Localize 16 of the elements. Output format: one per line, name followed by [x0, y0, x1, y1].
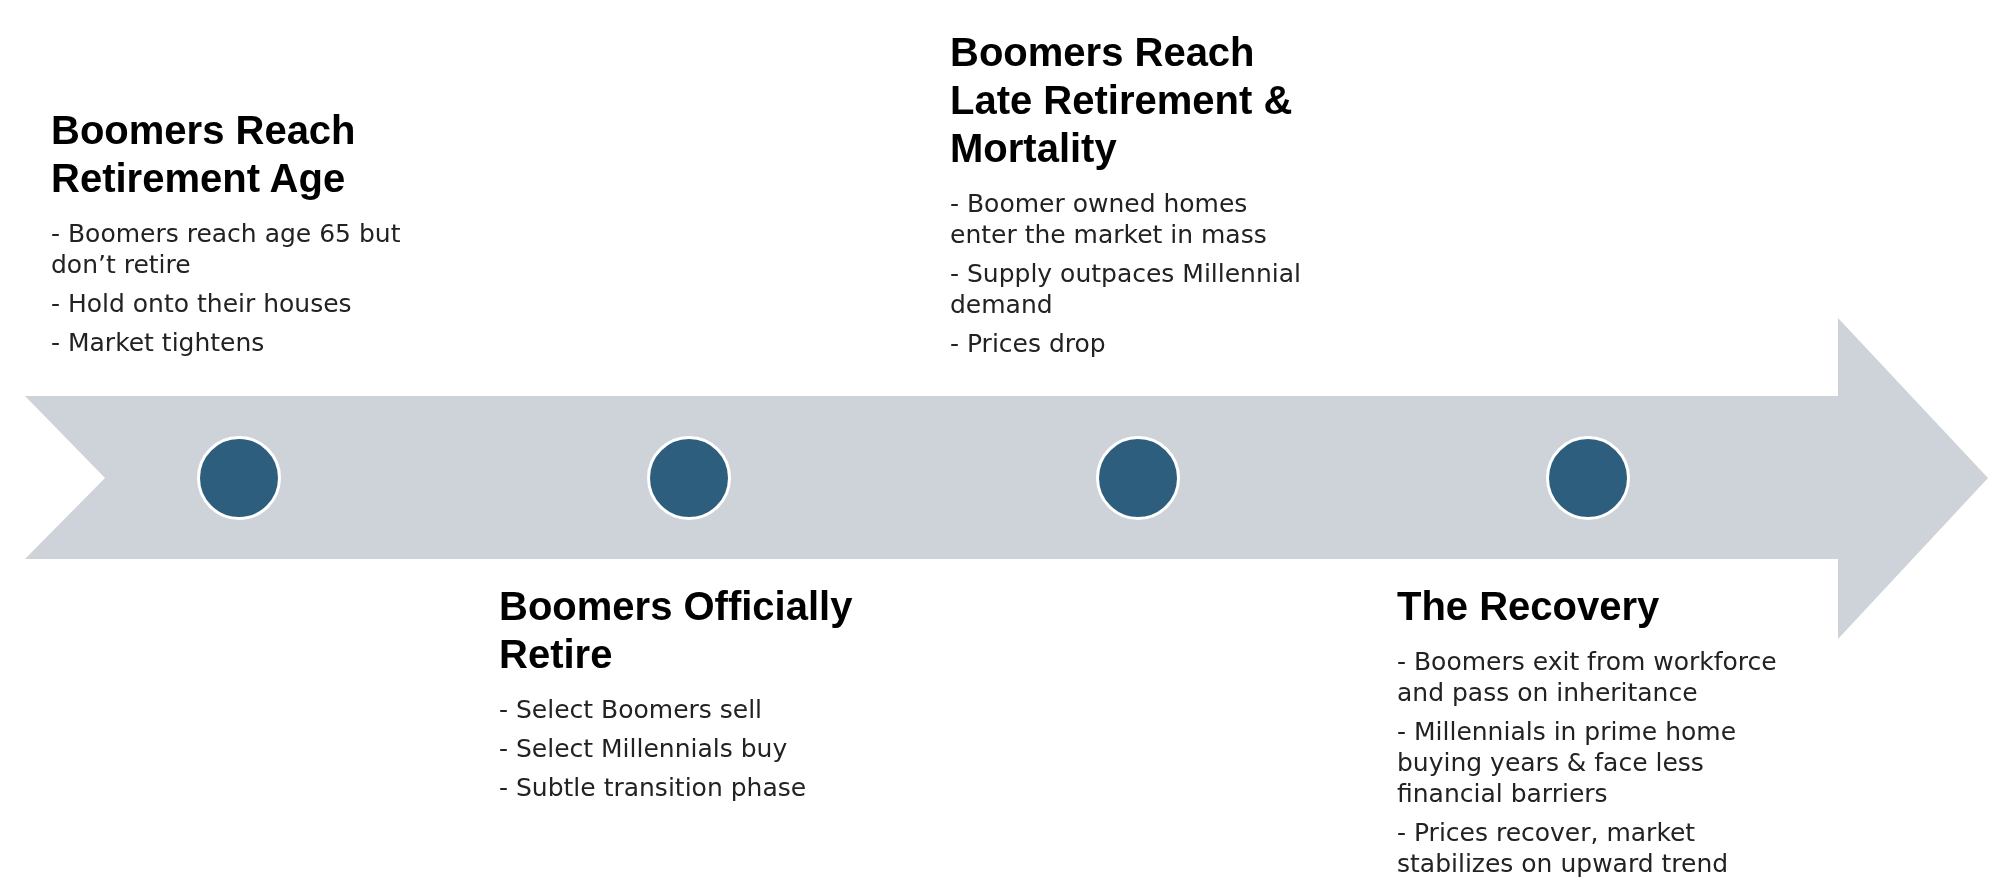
- bullet-text: - Hold onto their houses: [51, 288, 353, 319]
- bullet-text: - Boomers exit from workforce and pass on inheritance: [1397, 646, 1778, 708]
- bullet-text: - Select Boomers sell: [499, 694, 764, 725]
- bullet-text: - Select Millennials buy: [499, 733, 789, 764]
- bullet-text: - Prices drop: [950, 328, 1107, 359]
- milestone-heading: Boomers Officially Retire: [499, 583, 854, 678]
- bullet-text: - Subtle transition phase: [499, 772, 808, 803]
- bullet-text: - Boomers reach age 65 but don’t retire: [51, 218, 402, 280]
- bullet-text: - Supply outpaces Millennial demand: [950, 258, 1303, 320]
- milestone-heading: Boomers Reach Late Retirement & Mortality: [950, 29, 1294, 172]
- bullet-text: - Market tightens: [51, 327, 266, 358]
- bullet-text: - Prices recover, market stabilizes on upward trend: [1397, 817, 1730, 879]
- milestone-heading: Boomers Reach Retirement Age: [51, 107, 357, 202]
- bullet-text: - Boomer owned homes enter the market in mass: [950, 188, 1268, 250]
- bullet-text: - Millennials in prime home buying years & face less financial barriers: [1397, 716, 1737, 809]
- milestone-heading: The Recovery: [1397, 583, 1661, 630]
